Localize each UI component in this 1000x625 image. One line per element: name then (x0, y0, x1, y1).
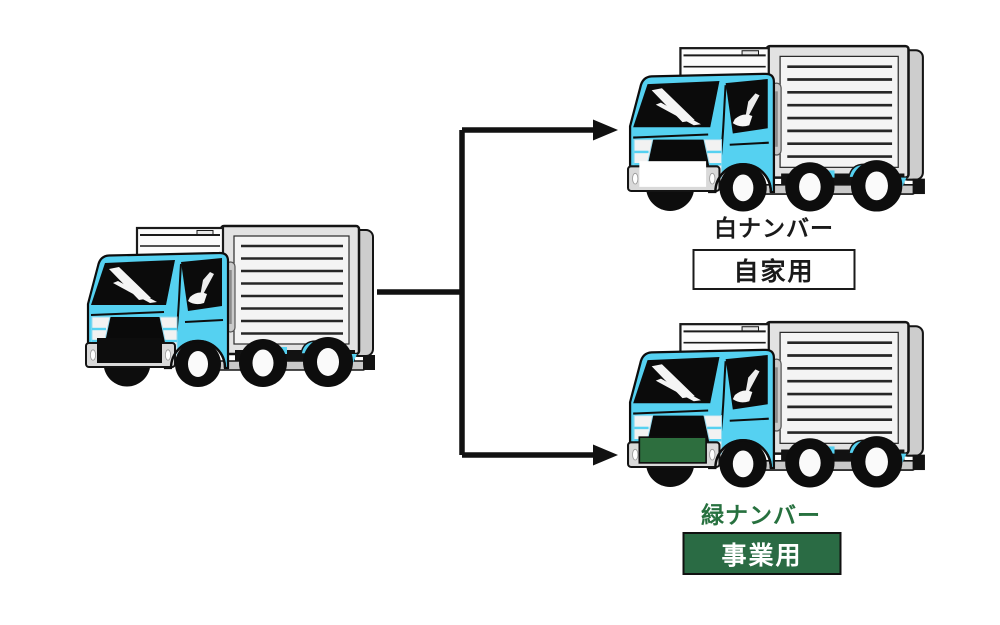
private-use-box: 自家用 (692, 249, 856, 290)
white-plate-title: 白ナンバー (714, 216, 834, 242)
source-truck-black-plate (85, 224, 377, 389)
private-use-label: 自家用 (733, 256, 815, 286)
green-plate-truck (627, 320, 927, 489)
white-plate-truck (627, 44, 927, 213)
green-plate-title: 緑ナンバー (701, 503, 821, 529)
business-use-box: 事業用 (682, 532, 842, 575)
business-use-label: 事業用 (721, 540, 803, 570)
